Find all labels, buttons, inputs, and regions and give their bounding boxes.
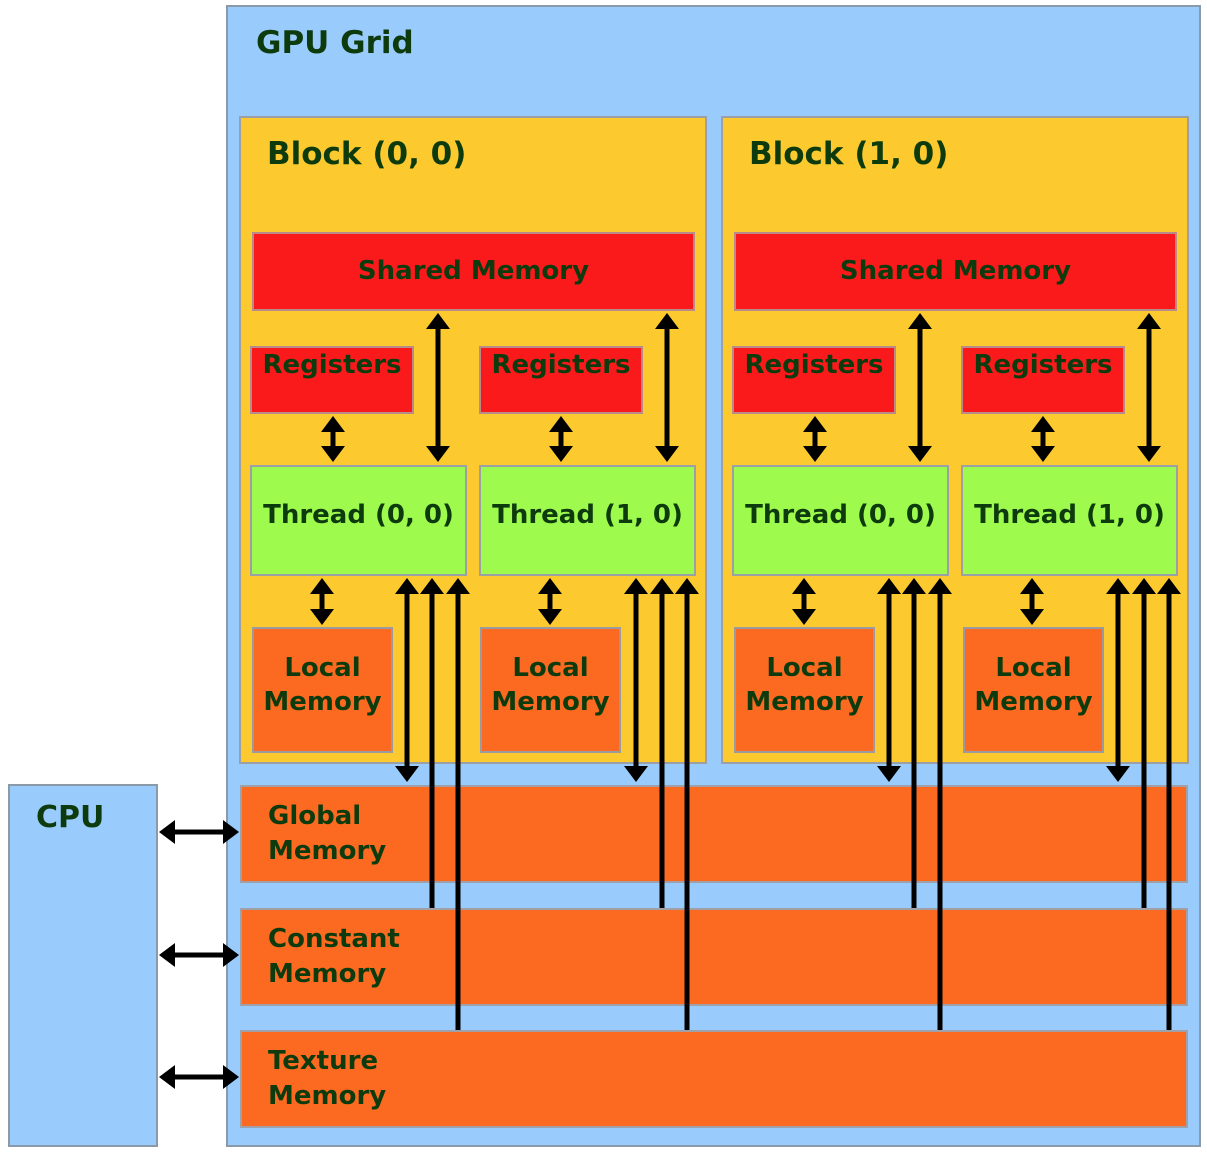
block-title: Block (1, 0) <box>749 136 949 172</box>
local-memory: Local Memory <box>963 627 1104 753</box>
global-memory-line1: Global <box>268 801 362 831</box>
registers: Registers <box>961 346 1125 414</box>
local-memory-label: Local Memory <box>482 651 619 719</box>
shared-memory-label: Shared Memory <box>357 256 590 286</box>
arrowhead-icon <box>159 1065 175 1089</box>
registers-label: Registers <box>973 350 1113 380</box>
local-memory: Local Memory <box>480 627 621 753</box>
constant-memory-line1: Constant <box>268 924 400 954</box>
registers: Registers <box>732 346 896 414</box>
thread-label: Thread (0, 0) <box>745 500 936 530</box>
local-memory-line2: Memory <box>745 687 864 717</box>
thread-0-0: Thread (0, 0) <box>250 465 467 576</box>
texture-memory-line2: Memory <box>268 1081 387 1111</box>
registers-label: Registers <box>744 350 884 380</box>
global-memory-line2: Memory <box>268 836 387 866</box>
shared-memory: Shared Memory <box>734 232 1177 311</box>
local-memory: Local Memory <box>252 627 393 753</box>
local-memory-line2: Memory <box>974 687 1093 717</box>
shared-memory: Shared Memory <box>252 232 695 311</box>
local-memory-line2: Memory <box>263 687 382 717</box>
block-0-0: Block (0, 0) <box>239 116 707 764</box>
block-title: Block (0, 0) <box>267 136 467 172</box>
global-memory-label: Global Memory <box>268 799 386 869</box>
local-memory-line1: Local <box>995 653 1072 683</box>
thread-1-0: Thread (1, 0) <box>479 465 696 576</box>
local-memory-label: Local Memory <box>254 651 391 719</box>
texture-memory-label: Texture Memory <box>268 1044 386 1114</box>
registers-label: Registers <box>491 350 631 380</box>
texture-memory: Texture Memory <box>240 1030 1188 1128</box>
constant-memory-line2: Memory <box>268 959 387 989</box>
local-memory-label: Local Memory <box>965 651 1102 719</box>
cpu-box: CPU <box>8 784 158 1147</box>
global-memory: Global Memory <box>240 785 1188 883</box>
arrowhead-icon <box>159 943 175 967</box>
constant-memory-label: Constant Memory <box>268 922 400 992</box>
local-memory-line1: Local <box>284 653 361 683</box>
texture-memory-line1: Texture <box>268 1046 379 1076</box>
registers: Registers <box>479 346 643 414</box>
thread-label: Thread (1, 0) <box>492 500 683 530</box>
local-memory: Local Memory <box>734 627 875 753</box>
thread-0-0: Thread (0, 0) <box>732 465 949 576</box>
shared-memory-label: Shared Memory <box>839 256 1072 286</box>
arrowhead-icon <box>159 820 175 844</box>
thread-label: Thread (0, 0) <box>263 500 454 530</box>
thread-1-0: Thread (1, 0) <box>961 465 1178 576</box>
local-memory-line1: Local <box>766 653 843 683</box>
thread-label: Thread (1, 0) <box>974 500 1165 530</box>
local-memory-line2: Memory <box>491 687 610 717</box>
cpu-label: CPU <box>36 800 105 835</box>
registers-label: Registers <box>262 350 402 380</box>
constant-memory: Constant Memory <box>240 908 1188 1006</box>
registers: Registers <box>250 346 414 414</box>
local-memory-line1: Local <box>512 653 589 683</box>
local-memory-label: Local Memory <box>736 651 873 719</box>
gpu-grid-title: GPU Grid <box>256 25 414 61</box>
